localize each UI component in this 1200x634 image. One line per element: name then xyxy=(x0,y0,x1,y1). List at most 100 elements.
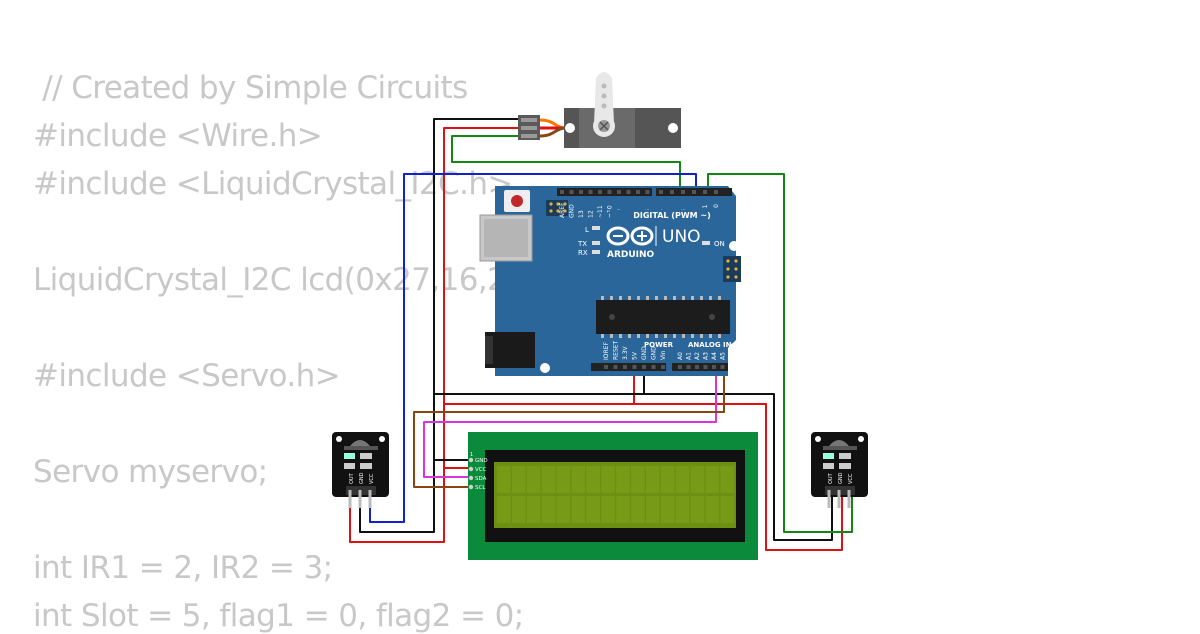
power-jack[interactable] xyxy=(485,332,535,368)
analog-pin[interactable] xyxy=(720,365,725,369)
lcd-cell xyxy=(646,496,660,523)
power-header[interactable] xyxy=(591,363,666,371)
analog-pin[interactable] xyxy=(712,365,716,369)
digital-pin[interactable] xyxy=(588,190,593,194)
ir-pin[interactable] xyxy=(837,490,841,508)
digital-pin[interactable] xyxy=(636,190,640,194)
lcd-cell xyxy=(631,466,645,493)
code-line: Servo myservo; xyxy=(33,454,268,490)
power-pin[interactable] xyxy=(651,365,656,369)
digital-pin[interactable] xyxy=(617,190,621,194)
reset-button-cap[interactable] xyxy=(511,195,523,207)
lcd-character-cells xyxy=(497,466,734,523)
lcd-cell xyxy=(586,496,600,523)
lcd-pin[interactable] xyxy=(468,484,474,490)
power-pin-label: Vin xyxy=(660,350,667,360)
lcd-cell xyxy=(511,466,526,493)
analog-header[interactable] xyxy=(672,363,728,371)
digital-pin[interactable] xyxy=(598,190,602,194)
lcd-pin[interactable] xyxy=(468,475,474,481)
lcd-cell xyxy=(556,466,571,493)
ir-led-icon xyxy=(823,453,834,459)
ir-pin-label: VCC xyxy=(369,473,375,484)
wire-ir1-out[interactable] xyxy=(369,173,697,523)
ir-pin[interactable] xyxy=(827,490,831,508)
lcd-pin[interactable] xyxy=(468,466,474,472)
ir-pin[interactable] xyxy=(368,490,372,508)
digital-pin[interactable] xyxy=(659,190,663,194)
ir-pin-label: VCC xyxy=(848,473,854,484)
power-pin[interactable] xyxy=(661,365,665,369)
digital-pin[interactable] xyxy=(626,190,631,194)
digital-pin[interactable] xyxy=(703,190,707,194)
digital-pin-label: ~11 xyxy=(597,205,604,218)
power-pin-label: GND xyxy=(651,346,658,360)
lcd-cell xyxy=(601,496,615,523)
wire-servo-signal[interactable] xyxy=(451,135,681,190)
ir-pin[interactable] xyxy=(348,490,352,508)
wire-ir1-vcc[interactable] xyxy=(349,404,445,543)
lcd-cell xyxy=(705,496,720,523)
lcd-pin[interactable] xyxy=(468,457,474,463)
digital-pin[interactable] xyxy=(607,190,612,194)
lcd-cell xyxy=(616,466,630,493)
atmega-chip xyxy=(596,300,730,334)
digital-pin[interactable] xyxy=(560,190,564,194)
analog-pin[interactable] xyxy=(695,365,699,369)
lcd-cell xyxy=(720,466,734,493)
analog-pin[interactable] xyxy=(703,365,708,369)
code-line: #include <Wire.h> xyxy=(33,118,323,154)
power-pin[interactable] xyxy=(632,365,637,369)
power-pin[interactable] xyxy=(623,365,627,369)
led-on-label: ON xyxy=(714,240,725,248)
servo-motor[interactable] xyxy=(518,72,681,148)
digital-pin[interactable] xyxy=(579,190,583,194)
digital-pin[interactable] xyxy=(692,190,696,194)
digital-pin[interactable] xyxy=(714,190,718,194)
icsp2-header xyxy=(723,256,741,282)
analog-pin[interactable] xyxy=(678,365,682,369)
ir-pin[interactable] xyxy=(358,490,362,508)
lcd-cell xyxy=(511,496,526,523)
wire-gnd-right-ir[interactable] xyxy=(644,393,833,541)
lcd-cell xyxy=(720,496,734,523)
analog-pin-label: A4 xyxy=(711,352,718,360)
lcd-cell xyxy=(571,496,585,523)
lcd-cell xyxy=(571,466,585,493)
digital-pin[interactable] xyxy=(670,190,674,194)
wire-lcd-scl[interactable] xyxy=(413,368,725,488)
digital-pin[interactable] xyxy=(681,190,685,194)
code-line: // Created by Simple Circuits xyxy=(33,70,468,106)
code-line: #include <LiquidCrystal_I2C.h> xyxy=(33,166,513,202)
digital-pin[interactable] xyxy=(645,190,650,194)
analog-pin-label: A3 xyxy=(703,352,710,360)
wire-ir1-gnd[interactable] xyxy=(359,394,435,533)
wire-lcd-sda[interactable] xyxy=(423,368,717,478)
analog-pin-label: A0 xyxy=(677,352,684,360)
lcd-cell xyxy=(497,496,511,523)
code-line: LiquidCrystal_I2C lcd(0x27,16,2); xyxy=(33,262,528,298)
analog-pin[interactable] xyxy=(686,365,691,369)
power-pin[interactable] xyxy=(604,365,608,369)
power-pin[interactable] xyxy=(613,365,618,369)
lcd-cell xyxy=(541,496,556,523)
power-pin-label: 3.3V xyxy=(622,345,629,360)
lcd-cell xyxy=(660,496,675,523)
power-pin-label: RESET xyxy=(613,340,620,360)
power-pin-label: 5V xyxy=(632,351,639,360)
power-pin[interactable] xyxy=(642,365,646,369)
icsp-header xyxy=(546,200,568,216)
analog-pin-label: A5 xyxy=(720,352,727,360)
led-l xyxy=(592,226,600,230)
digital-pin[interactable] xyxy=(569,190,574,194)
ir-pin[interactable] xyxy=(847,490,851,508)
wire-ir2-out[interactable] xyxy=(707,173,853,533)
lcd-cell xyxy=(526,496,541,523)
